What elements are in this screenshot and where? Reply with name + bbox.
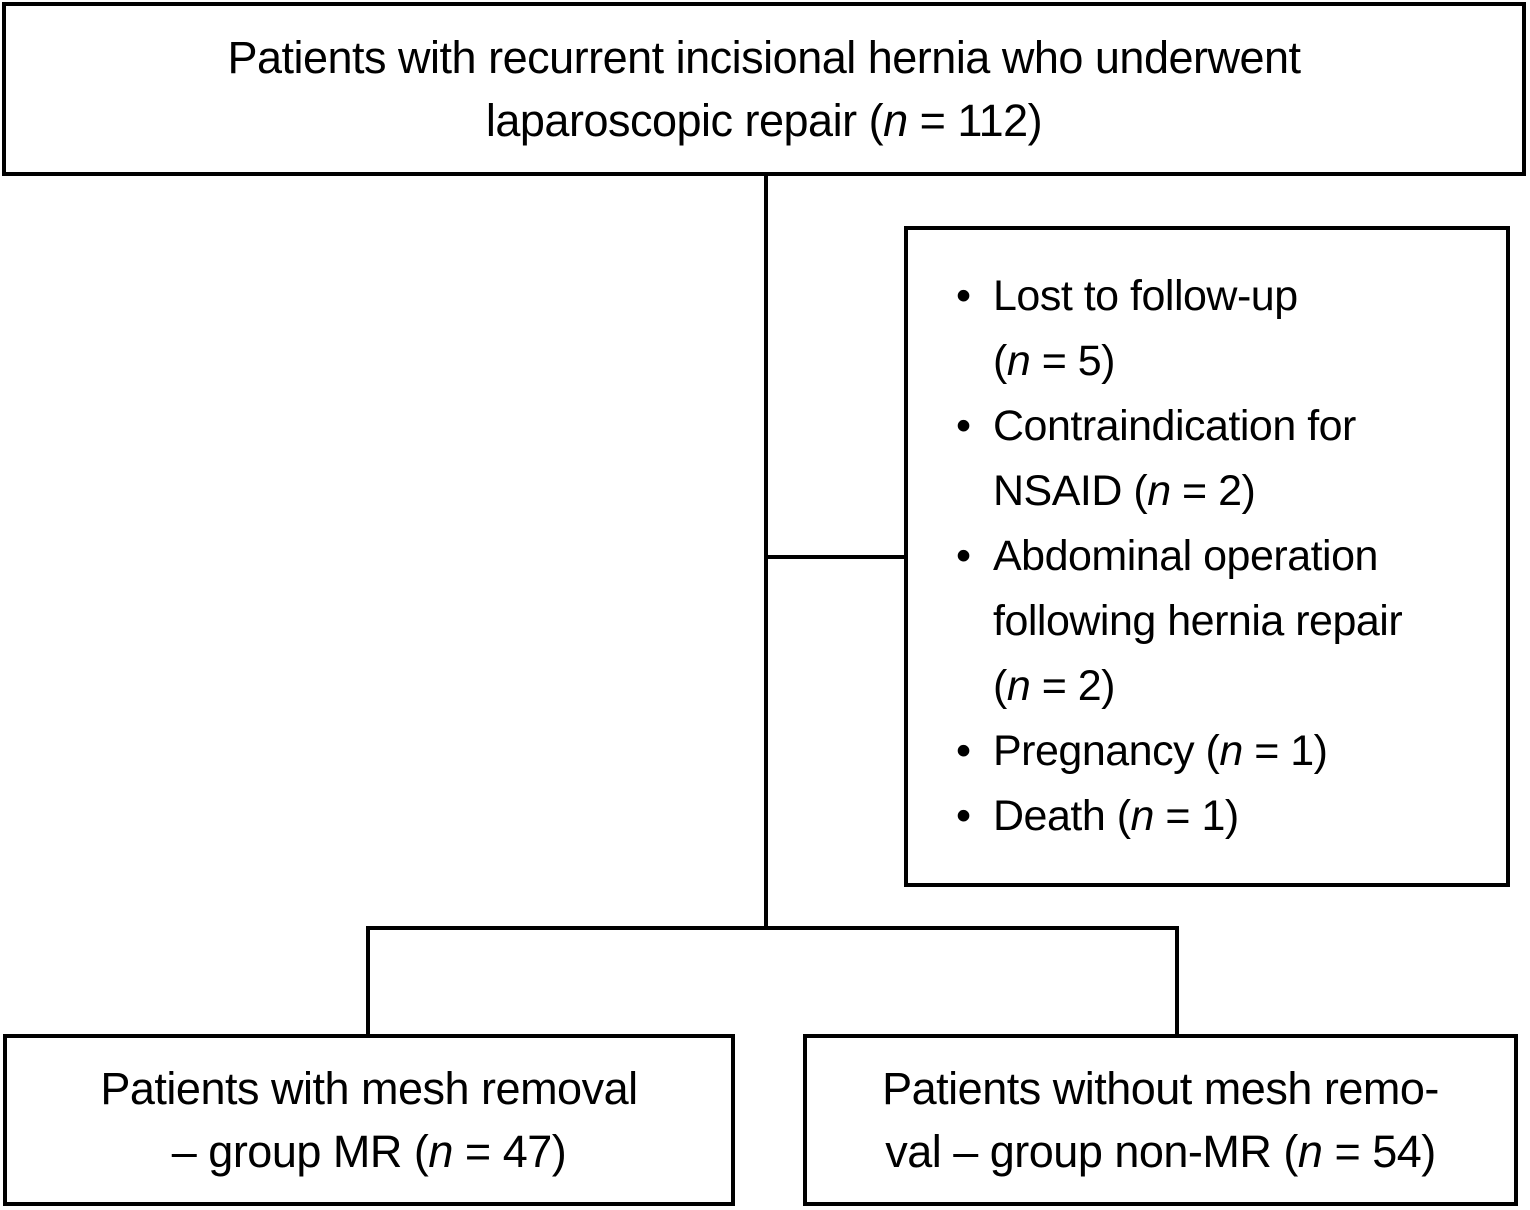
top-box-text: Patients with recurrent incisional herni… <box>227 32 1301 146</box>
connector-left-drop <box>366 926 370 1036</box>
group-mr-box-text: Patients with mesh removal– group MR (n … <box>100 1063 638 1177</box>
group-non-mr-box: Patients without mesh remo-val – group n… <box>803 1034 1518 1206</box>
connector-main-vertical <box>764 176 768 929</box>
connector-split-horizontal <box>366 926 1178 930</box>
exclusion-item: Lost to follow-up(n = 5) <box>956 264 1402 394</box>
exclusion-list: Lost to follow-up(n = 5)Contraindication… <box>908 264 1412 849</box>
group-mr-box: Patients with mesh removal– group MR (n … <box>3 1034 735 1206</box>
connector-right-drop <box>1175 926 1179 1036</box>
top-box: Patients with recurrent incisional herni… <box>2 2 1526 176</box>
connector-exclusions-branch <box>766 555 906 559</box>
exclusion-item: Pregnancy (n = 1) <box>956 719 1402 784</box>
exclusions-box: Lost to follow-up(n = 5)Contraindication… <box>904 226 1510 887</box>
exclusion-item: Death (n = 1) <box>956 784 1402 849</box>
group-non-mr-box-text: Patients without mesh remo-val – group n… <box>882 1063 1439 1177</box>
